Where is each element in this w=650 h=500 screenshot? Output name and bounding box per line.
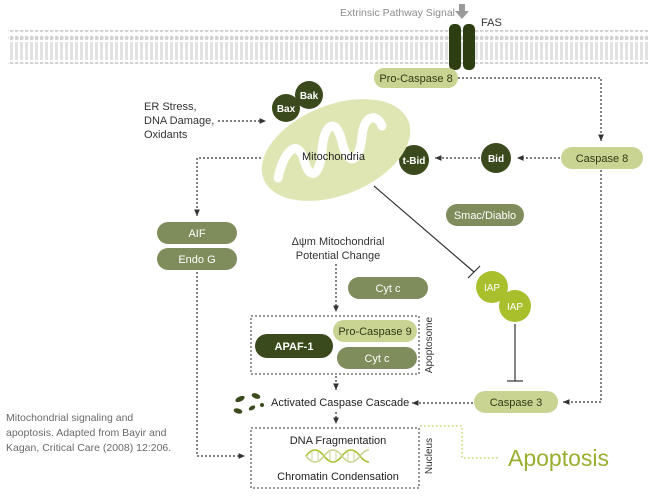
bax-label: Bax <box>277 104 296 115</box>
apoptosome-box <box>250 315 420 375</box>
inhibition-lines <box>373 185 523 382</box>
bak-circle <box>295 81 323 109</box>
aif-pill <box>157 222 237 244</box>
caspase-8-pill <box>561 147 643 169</box>
pro-caspase-8-pill <box>374 68 458 88</box>
extrinsic-signal-label: Extrinsic Pathway Signal <box>340 7 455 19</box>
apoptosis-title: Apoptosis <box>508 445 609 471</box>
chromatin-condensation-label: Chromatin Condensation <box>277 471 399 483</box>
inhibit-bar-iap <box>467 265 481 279</box>
nucleus-label: Nucleus <box>424 438 435 474</box>
fas-label: FAS <box>481 17 502 29</box>
pro-caspase-9-pill <box>333 320 417 342</box>
endo-g-pill <box>157 248 237 270</box>
endo-g-label: Endo G <box>178 254 215 266</box>
caption-line-2: apoptosis. Adapted from Bayir and <box>6 427 167 439</box>
bid-circle <box>481 143 511 173</box>
t-bid-circle <box>399 145 429 175</box>
caspase-3-label: Caspase 3 <box>490 397 543 409</box>
arrow-pro-caspase8-to-caspase8 <box>458 77 604 141</box>
arrow-mito-to-aif <box>194 157 261 216</box>
mitochondria-label: Mitochondria <box>302 151 366 163</box>
connector-to-apoptosis <box>420 425 500 459</box>
caption-line-3: Kagan, Critical Care (2008) 12:206. <box>6 442 172 454</box>
t-bid-label: t-Bid <box>403 156 426 167</box>
bax-circle <box>272 94 300 122</box>
mitochondria-shape <box>261 99 411 201</box>
stress-line-3: Oxidants <box>144 129 188 141</box>
bak-label: Bak <box>300 91 319 102</box>
arrow-caspase8-to-caspase3 <box>563 170 602 405</box>
iap-label-2: IAP <box>507 302 523 313</box>
figure-caption: Mitochondrial signaling and apoptosis. A… <box>6 411 206 456</box>
activated-caspase-cascade-label: Activated Caspase Cascade <box>271 397 409 409</box>
iap-label-1: IAP <box>484 283 500 294</box>
cyt-c-apoptosome-label: Cyt c <box>364 353 390 365</box>
cyt-c-pill <box>348 277 428 299</box>
pro-caspase-9-label: Pro-Caspase 9 <box>338 326 411 338</box>
smac-diablo-label: Smac/Diablo <box>454 210 516 222</box>
nucleus-box <box>250 427 420 489</box>
potential-line-2: Potential Change <box>296 250 380 262</box>
caspase-8-label: Caspase 8 <box>576 153 629 165</box>
iap-circle-1 <box>476 271 508 303</box>
cell-membrane <box>8 30 648 64</box>
caption-line-1: Mitochondrial signaling and <box>6 412 134 424</box>
pro-caspase-8-label: Pro-Caspase 8 <box>379 73 452 85</box>
caspase-fragments-icon <box>233 393 264 414</box>
signal-arrow-icon <box>455 4 469 19</box>
connectors <box>194 77 604 459</box>
potential-line-1: Δψm Mitochondrial <box>292 236 385 248</box>
dna-fragmentation-label: DNA Fragmentation <box>290 435 387 447</box>
apaf-1-label: APAF-1 <box>275 341 314 353</box>
apoptosome-label: Apoptosome <box>424 316 435 373</box>
inhibit-mito-to-iap <box>373 185 475 273</box>
cyt-c-apoptosome-pill <box>337 347 417 369</box>
caspase-3-pill <box>474 391 558 413</box>
stress-line-2: DNA Damage, <box>144 115 214 127</box>
arrow-endog-to-nucleus <box>196 272 245 459</box>
smac-diablo-pill <box>446 204 524 226</box>
apaf-1-pill <box>255 334 333 358</box>
fas-receptor <box>449 24 475 70</box>
stress-line-1: ER Stress, <box>144 101 197 113</box>
bid-label: Bid <box>488 154 504 165</box>
cyt-c-label: Cyt c <box>375 283 401 295</box>
dna-helix-icon <box>305 449 370 463</box>
aif-label: AIF <box>188 228 205 240</box>
stress-text: ER Stress, DNA Damage, Oxidants <box>144 101 214 141</box>
iap-circle-2 <box>499 290 531 322</box>
